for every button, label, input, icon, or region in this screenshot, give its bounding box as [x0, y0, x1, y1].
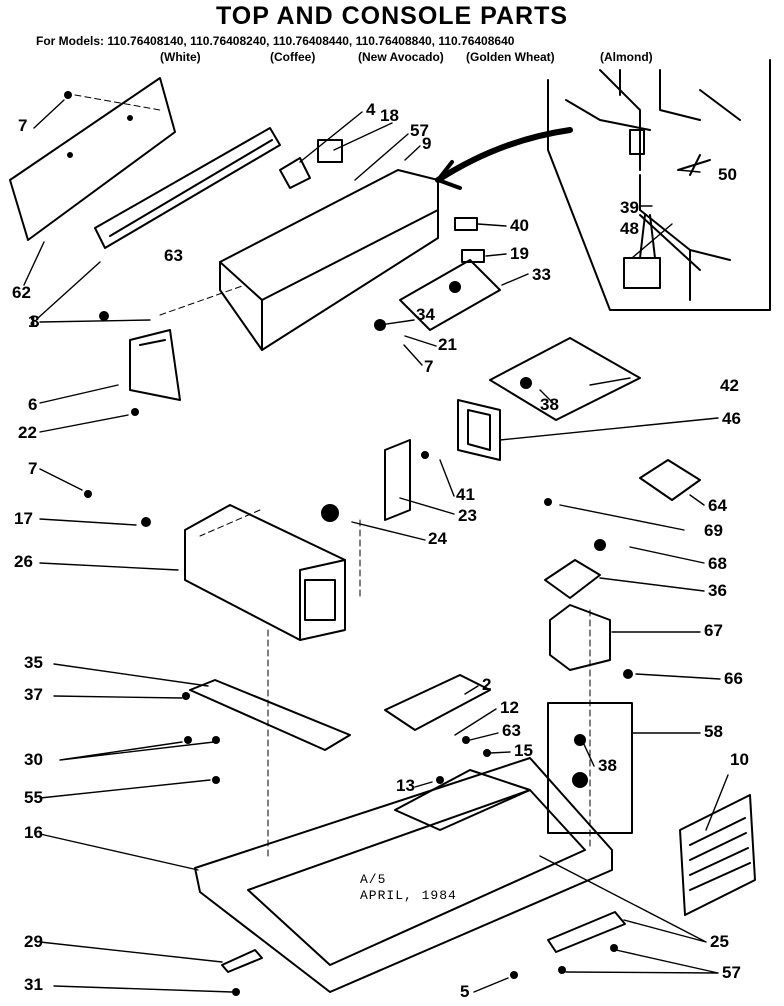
wiring-inset [435, 59, 771, 311]
callout-30: 30 [24, 750, 43, 769]
callout-39: 39 [620, 198, 639, 217]
callout-12: 12 [500, 698, 519, 717]
callout-7c: 7 [28, 459, 38, 478]
callout-26: 26 [14, 552, 33, 571]
models-line: For Models: 110.76408140, 110.76408240, … [36, 34, 515, 48]
part-9-console [219, 169, 439, 351]
callout-50: 50 [718, 165, 737, 184]
callout-13: 13 [396, 776, 415, 795]
callout-31: 31 [24, 975, 43, 994]
diagram-title: TOP AND CONSOLE PARTS [215, 2, 569, 30]
callout-37: 37 [24, 685, 43, 704]
callout-35: 35 [24, 653, 43, 672]
callout-34: 34 [416, 305, 435, 324]
part-42-plate [489, 337, 641, 421]
callout-63b: 63 [502, 721, 521, 740]
callout-67: 67 [704, 621, 723, 640]
callout-62: 62 [12, 283, 31, 302]
callout-57b: 57 [722, 963, 741, 982]
dashed-lines [74, 94, 591, 859]
callout-16: 16 [24, 823, 43, 842]
callout-4: 4 [366, 100, 376, 119]
callout-15: 15 [514, 741, 533, 760]
callout-18: 18 [380, 106, 399, 125]
part-41-bracket [384, 439, 411, 521]
part-67-block [549, 604, 611, 671]
callout-58: 58 [704, 722, 723, 741]
stamp-line-1: A/5 [360, 872, 387, 887]
stamp-line-2: APRIL, 1984 [360, 888, 457, 903]
part-2-cover [384, 674, 491, 731]
callout-29: 29 [24, 932, 43, 951]
callout-63: 63 [164, 246, 183, 265]
color-almond: (Almond) [600, 50, 653, 64]
callout-48: 48 [620, 219, 639, 238]
part-40 [454, 217, 478, 231]
part-1-rail [94, 127, 281, 249]
callout-69: 69 [704, 521, 723, 540]
callout-25: 25 [710, 932, 729, 951]
part-33-plate [399, 259, 501, 331]
part-25-strip [547, 911, 626, 953]
callout-33: 33 [532, 265, 551, 284]
callout-40: 40 [510, 216, 529, 235]
callout-23: 23 [458, 506, 477, 525]
callout-7: 7 [18, 116, 28, 135]
callout-19: 19 [510, 244, 529, 263]
callout-7b: 7 [424, 357, 434, 376]
callout-66: 66 [724, 669, 743, 688]
callout-36: 36 [708, 581, 727, 600]
part-4 [279, 157, 311, 189]
callout-5: 5 [460, 982, 470, 1001]
part-6-bracket [129, 329, 181, 401]
part-10-grille [679, 794, 756, 916]
part-64-cover [639, 459, 701, 501]
color-coffee: (Coffee) [270, 50, 316, 64]
part-16-top [194, 757, 613, 993]
callout-46: 46 [722, 409, 741, 428]
part-62-panel [9, 77, 176, 241]
part-35-bar [189, 679, 351, 751]
callout-9: 9 [422, 134, 432, 153]
callout-24: 24 [428, 529, 447, 548]
part-46-frame [457, 399, 501, 461]
callout-2: 2 [482, 675, 492, 694]
part-29-clip [221, 949, 263, 973]
callout-17: 17 [14, 509, 33, 528]
callout-55: 55 [24, 788, 43, 807]
callout-6: 6 [28, 395, 38, 414]
callout-8: 8 [30, 312, 40, 331]
callout-64: 64 [708, 496, 727, 515]
part-26-housing [184, 504, 346, 641]
callout-38: 38 [540, 395, 559, 414]
callout-68: 68 [708, 554, 727, 573]
color-white: (White) [160, 50, 201, 64]
part-36 [544, 559, 601, 599]
part-18 [317, 139, 343, 163]
color-golden-wheat: (Golden Wheat) [466, 50, 555, 64]
leader-lines [23, 99, 729, 993]
callout-38b: 38 [598, 756, 617, 775]
callout-22: 22 [18, 423, 37, 442]
callout-1: 1 [28, 312, 38, 331]
date-stamp: A/5 APRIL, 1984 [360, 872, 457, 904]
callout-10: 10 [730, 750, 749, 769]
callout-41: 41 [456, 485, 475, 504]
callout-57: 57 [410, 121, 429, 140]
callout-21: 21 [438, 335, 457, 354]
callout-42: 42 [720, 376, 739, 395]
screws [64, 91, 633, 996]
color-new-avocado: (New Avocado) [358, 50, 444, 64]
part-19 [461, 249, 485, 263]
